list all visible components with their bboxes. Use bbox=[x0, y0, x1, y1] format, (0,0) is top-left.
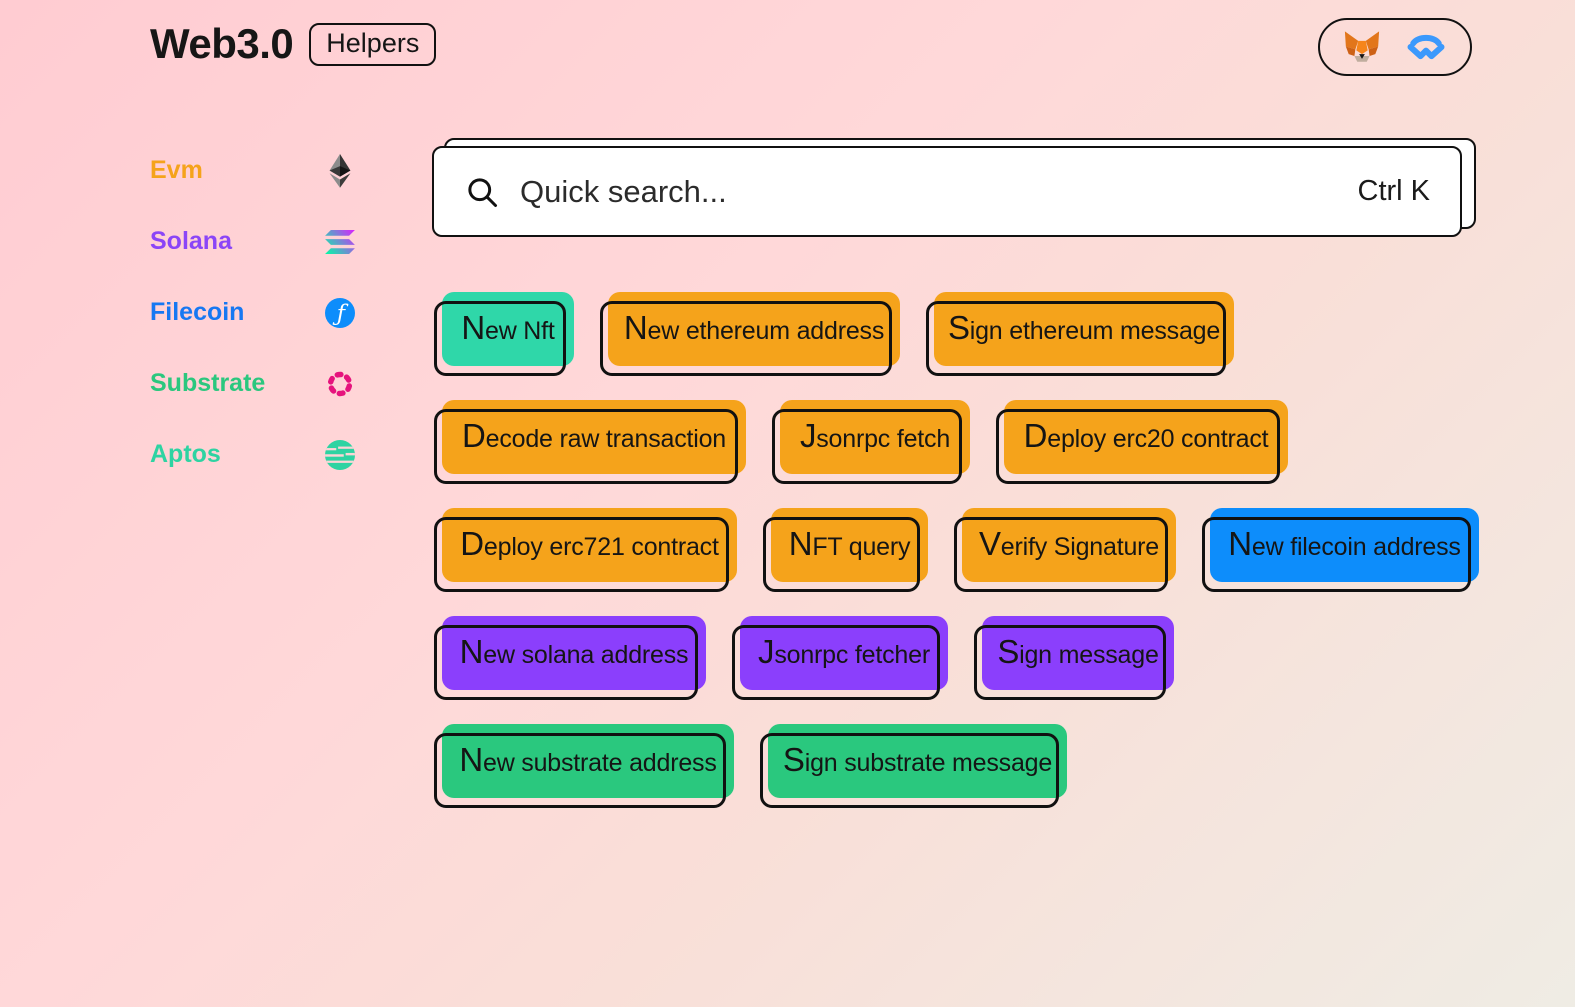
button-label: New solana address bbox=[459, 633, 689, 670]
button-jsonrpc-fetch[interactable]: Jsonrpc fetch bbox=[772, 400, 970, 484]
button-outline bbox=[434, 733, 726, 808]
button-label: Decode raw transaction bbox=[461, 417, 727, 454]
button-outline bbox=[760, 733, 1059, 808]
button-label: Verify Signature bbox=[978, 525, 1159, 562]
button-fill bbox=[608, 292, 900, 366]
search-box: Ctrl K bbox=[432, 138, 1476, 237]
button-outline bbox=[1202, 517, 1471, 592]
button-label: NFT query bbox=[788, 525, 911, 562]
button-fill bbox=[962, 508, 1176, 582]
button-fill bbox=[740, 616, 948, 690]
button-outline bbox=[974, 625, 1166, 700]
filecoin-icon: ƒ bbox=[322, 297, 358, 328]
button-deploy-erc721-contract[interactable]: Deploy erc721 contract bbox=[434, 508, 737, 592]
button-outline bbox=[763, 517, 920, 592]
sidebar-item-aptos[interactable]: Aptos bbox=[150, 419, 358, 490]
sidebar-item-label: Aptos bbox=[150, 440, 221, 468]
button-fill bbox=[771, 508, 928, 582]
button-label: Deploy erc20 contract bbox=[1023, 417, 1269, 454]
button-sign-substrate-message[interactable]: Sign substrate message bbox=[760, 724, 1067, 808]
sidebar-item-label: Substrate bbox=[150, 369, 266, 397]
button-label: New ethereum address bbox=[623, 309, 885, 346]
sidebar-item-filecoin[interactable]: Filecoin ƒ bbox=[150, 277, 358, 348]
button-new-ethereum-address[interactable]: New ethereum address bbox=[600, 292, 900, 376]
button-nft-query[interactable]: NFT query bbox=[763, 508, 928, 592]
keyboard-shortcut: Ctrl K bbox=[1357, 175, 1431, 207]
button-fill bbox=[780, 400, 970, 474]
grid-row: Deploy erc721 contract NFT query Verify … bbox=[434, 508, 1479, 592]
button-label: Sign substrate message bbox=[782, 741, 1053, 778]
grid-row: New substrate address Sign substrate mes… bbox=[434, 724, 1479, 808]
search-box-card[interactable]: Ctrl K bbox=[432, 146, 1462, 237]
grid-row: New Nft New ethereum address Sign ethere… bbox=[434, 292, 1479, 376]
sidebar-item-substrate[interactable]: Substrate bbox=[150, 348, 358, 419]
sidebar-item-label: Evm bbox=[150, 156, 203, 184]
aptos-icon bbox=[322, 439, 358, 470]
sidebar-item-evm[interactable]: Evm bbox=[150, 135, 358, 206]
button-fill bbox=[768, 724, 1067, 798]
button-label: New filecoin address bbox=[1228, 525, 1461, 562]
button-sign-ethereum-message[interactable]: Sign ethereum message bbox=[926, 292, 1234, 376]
button-fill bbox=[442, 400, 746, 474]
walletconnect-icon[interactable] bbox=[1405, 32, 1447, 62]
ethereum-icon bbox=[322, 153, 358, 188]
button-outline bbox=[434, 301, 566, 376]
button-fill bbox=[442, 508, 737, 582]
button-verify-signature[interactable]: Verify Signature bbox=[954, 508, 1176, 592]
helpers-grid: New Nft New ethereum address Sign ethere… bbox=[434, 292, 1479, 832]
sidebar: Evm Solana Filecoin bbox=[150, 135, 358, 490]
button-decode-raw-transaction[interactable]: Decode raw transaction bbox=[434, 400, 746, 484]
button-label: New Nft bbox=[461, 309, 555, 346]
solana-icon bbox=[322, 229, 358, 254]
header: Web3.0 Helpers bbox=[150, 20, 437, 68]
button-fill bbox=[934, 292, 1234, 366]
button-fill bbox=[1210, 508, 1479, 582]
search-input[interactable] bbox=[520, 173, 1338, 210]
button-outline bbox=[434, 625, 698, 700]
helpers-badge: Helpers bbox=[309, 22, 437, 66]
button-outline bbox=[954, 517, 1168, 592]
svg-text:ƒ: ƒ bbox=[332, 300, 349, 326]
button-outline bbox=[772, 409, 962, 484]
search-icon bbox=[464, 174, 500, 210]
button-fill bbox=[1004, 400, 1288, 474]
button-new-nft[interactable]: New Nft bbox=[434, 292, 574, 376]
polkadot-dotted-ring-icon bbox=[322, 369, 358, 399]
button-fill bbox=[442, 616, 706, 690]
grid-row: Decode raw transaction Jsonrpc fetch Dep… bbox=[434, 400, 1479, 484]
button-sign-message[interactable]: Sign message bbox=[974, 616, 1174, 700]
wallet-pill[interactable] bbox=[1318, 18, 1472, 76]
button-fill bbox=[442, 292, 574, 366]
button-outline bbox=[434, 517, 729, 592]
button-label: Deploy erc721 contract bbox=[460, 525, 719, 562]
button-label: Jsonrpc fetcher bbox=[758, 633, 930, 670]
button-outline bbox=[600, 301, 892, 376]
button-label: New substrate address bbox=[459, 741, 717, 778]
button-fill bbox=[982, 616, 1174, 690]
page-title: Web3.0 bbox=[150, 20, 294, 67]
sidebar-item-label: Filecoin bbox=[150, 298, 245, 326]
button-new-filecoin-address[interactable]: New filecoin address bbox=[1202, 508, 1479, 592]
button-jsonrpc-fetcher[interactable]: Jsonrpc fetcher bbox=[732, 616, 948, 700]
button-new-solana-address[interactable]: New solana address bbox=[434, 616, 706, 700]
button-outline bbox=[434, 409, 738, 484]
button-label: Jsonrpc fetch bbox=[799, 417, 951, 454]
metamask-fox-icon[interactable] bbox=[1343, 30, 1381, 65]
button-fill bbox=[442, 724, 734, 798]
button-deploy-erc20-contract[interactable]: Deploy erc20 contract bbox=[996, 400, 1288, 484]
button-new-substrate-address[interactable]: New substrate address bbox=[434, 724, 734, 808]
button-outline bbox=[996, 409, 1280, 484]
button-label: Sign message bbox=[997, 633, 1159, 670]
sidebar-item-solana[interactable]: Solana bbox=[150, 206, 358, 277]
button-outline bbox=[926, 301, 1226, 376]
grid-row: New solana address Jsonrpc fetcher Sign … bbox=[434, 616, 1479, 700]
button-label: Sign ethereum message bbox=[947, 309, 1221, 346]
sidebar-item-label: Solana bbox=[150, 227, 232, 255]
button-outline bbox=[732, 625, 940, 700]
